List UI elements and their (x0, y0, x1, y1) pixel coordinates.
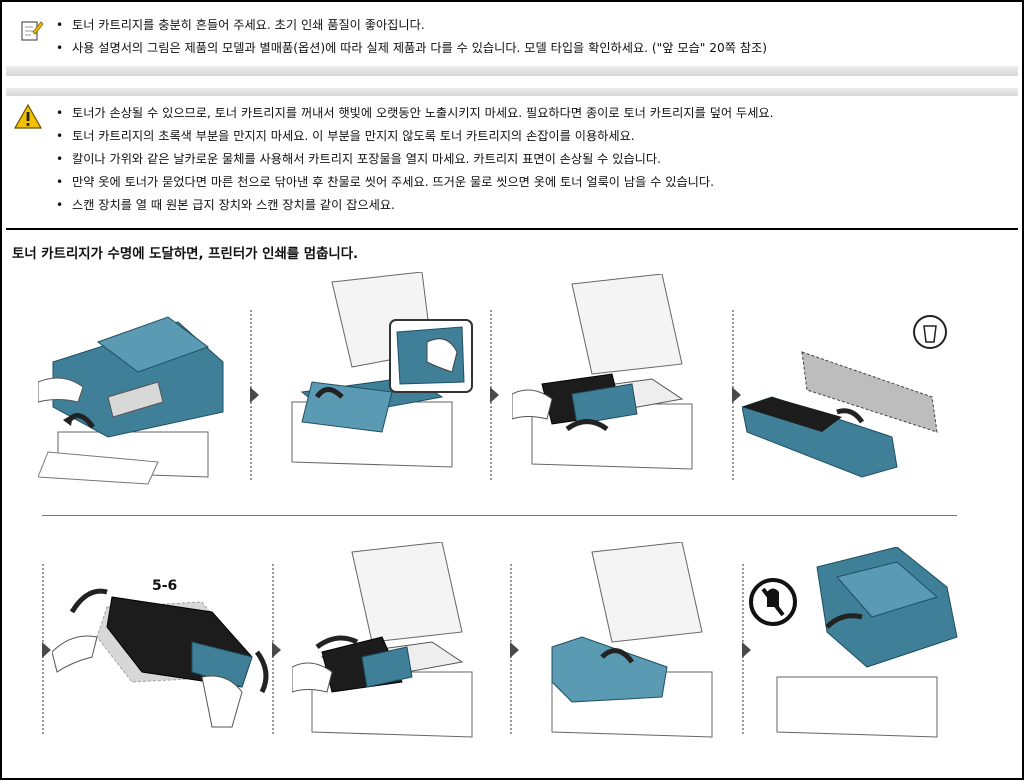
step-arrow (742, 642, 751, 658)
info-list: 토너 카트리지를 충분히 흔들어 주세요. 초기 인쇄 품질이 좋아집니다. 사… (54, 14, 767, 60)
row-divider (42, 515, 957, 516)
step8-close-scanner-illustration (749, 547, 958, 738)
pencil-note-icon (21, 21, 44, 41)
warning-item: 토너가 손상될 수 있으므로, 토너 카트리지를 꺼내서 햇빛에 오랫동안 노출… (54, 102, 774, 125)
step7-close-cover-illustration (551, 542, 713, 738)
note-separator-top (6, 88, 1018, 96)
step4-unpack-cartridge-illustration (742, 315, 947, 478)
step2-open-cover-illustration (291, 272, 473, 468)
warning-item: 만약 옷에 토너가 묻었다면 마른 천으로 닦아낸 후 찬물로 씻어 주세요. … (54, 171, 774, 194)
step-arrow (732, 387, 741, 403)
warning-list: 토너가 손상될 수 있으므로, 토너 카트리지를 꺼내서 햇빛에 오랫동안 노출… (54, 102, 774, 217)
step1-open-scanner-illustration (38, 316, 224, 485)
shake-count-label: 5-6 (152, 578, 178, 594)
step-arrow (250, 387, 259, 403)
recycle-bin-icon (913, 315, 947, 349)
step-arrow (510, 642, 519, 658)
step5-shake-cartridge-illustration (52, 588, 269, 728)
intro-text: 토너 카트리지가 수명에 도달하면, 프린터가 인쇄를 멈춥니다. (12, 247, 359, 262)
info-item: 사용 설명서의 그림은 제품의 모델과 별매품(옵션)에 따라 실제 제품과 다… (54, 37, 767, 60)
step6-insert-cartridge-illustration (292, 542, 473, 738)
warning-item: 칼이나 가위와 같은 날카로운 물체를 사용해서 카트리지 포장물을 열지 마세… (54, 148, 774, 171)
info-item: 토너 카트리지를 충분히 흔들어 주세요. 초기 인쇄 품질이 좋아집니다. (54, 14, 767, 37)
step-arrow (42, 642, 51, 658)
warning-item: 스캔 장치를 열 때 원본 급지 장치와 스캔 장치를 같이 잡으세요. (54, 194, 774, 217)
note-separator (6, 66, 1018, 76)
step3-remove-cartridge-illustration (512, 274, 693, 470)
warning-note: 토너가 손상될 수 있으므로, 토너 카트리지를 꺼내서 햇빛에 오랫동안 노출… (6, 88, 1018, 230)
step-arrow (272, 642, 281, 658)
warning-item: 토너 카트리지의 초록색 부분을 만지지 마세요. 이 부분을 만지지 않도록 … (54, 125, 774, 148)
warning-triangle-icon (14, 104, 42, 129)
info-note: 토너 카트리지를 충분히 흔들어 주세요. 초기 인쇄 품질이 좋아집니다. 사… (6, 4, 1018, 76)
step-arrow (490, 387, 499, 403)
